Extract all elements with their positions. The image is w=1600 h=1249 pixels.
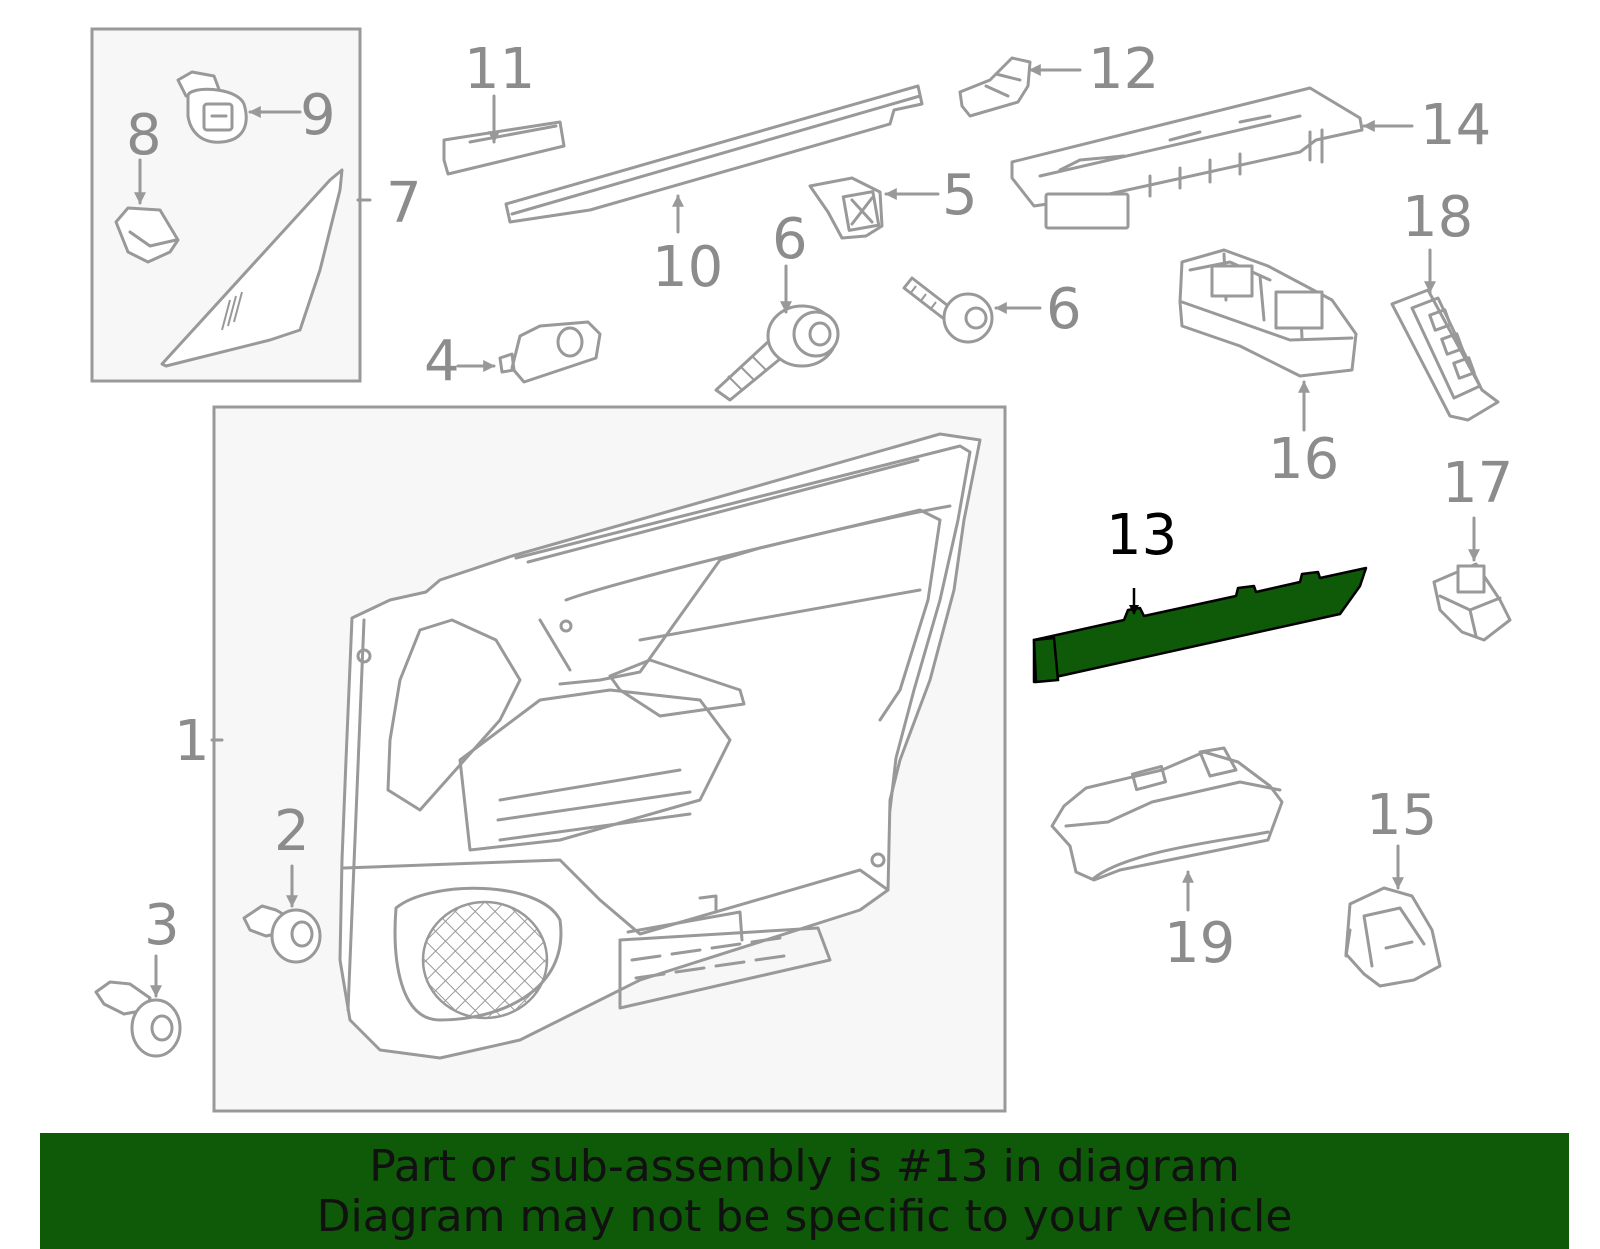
part-11-trim bbox=[442, 94, 566, 176]
info-banner: Part or sub-assembly is #13 in diagram D… bbox=[40, 1133, 1569, 1249]
callout-7: 7 bbox=[386, 171, 422, 236]
callout-11: 11 bbox=[464, 37, 535, 102]
callout-13: 13 bbox=[1106, 503, 1177, 568]
part-5-grommet bbox=[808, 176, 940, 240]
callout-8: 8 bbox=[126, 103, 162, 168]
part-7-corner-garnish bbox=[160, 168, 372, 368]
part-18-switch bbox=[1390, 248, 1500, 422]
callout-19: 19 bbox=[1164, 911, 1235, 976]
callout-15: 15 bbox=[1366, 783, 1437, 848]
part-9-clip bbox=[176, 70, 302, 144]
callout-1: 1 bbox=[174, 709, 210, 774]
callout-18: 18 bbox=[1402, 185, 1473, 250]
callout-16: 16 bbox=[1268, 427, 1339, 492]
part-12-bracket bbox=[958, 56, 1082, 118]
part-16-switch-assembly bbox=[1178, 248, 1358, 432]
part-13-trim-strip bbox=[1032, 566, 1368, 684]
callout-2: 2 bbox=[274, 799, 310, 864]
callout-3: 3 bbox=[144, 893, 180, 958]
callout-9: 9 bbox=[300, 83, 336, 148]
banner-line-1: Part or sub-assembly is #13 in diagram bbox=[369, 1141, 1240, 1192]
part-2-clip bbox=[242, 864, 322, 964]
callout-17: 17 bbox=[1442, 451, 1513, 516]
callout-4: 4 bbox=[424, 329, 460, 394]
callout-12: 12 bbox=[1088, 37, 1159, 102]
part-17-switch bbox=[1432, 516, 1512, 642]
part-1-door-trim-panel bbox=[210, 432, 982, 1060]
banner-line-2: Diagram may not be specific to your vehi… bbox=[316, 1191, 1293, 1242]
part-19-bezel bbox=[1050, 746, 1284, 912]
part-8-clip bbox=[114, 158, 180, 264]
callout-6-upper: 6 bbox=[772, 207, 808, 272]
part-3-clip bbox=[94, 954, 182, 1058]
part-4-clip bbox=[456, 320, 602, 384]
callout-6-lower: 6 bbox=[1046, 277, 1082, 342]
callout-14: 14 bbox=[1420, 93, 1491, 158]
callout-10: 10 bbox=[652, 235, 723, 300]
callout-5: 5 bbox=[942, 163, 978, 228]
banner-text: Part or sub-assembly is #13 in diagram D… bbox=[40, 1133, 1569, 1242]
part-14-switch-base bbox=[1010, 86, 1414, 230]
part-6-bolt-upper bbox=[714, 264, 840, 402]
part-10-weatherstrip bbox=[504, 84, 924, 234]
part-6-bolt-lower bbox=[902, 276, 1042, 344]
part-15-switch bbox=[1344, 844, 1442, 988]
